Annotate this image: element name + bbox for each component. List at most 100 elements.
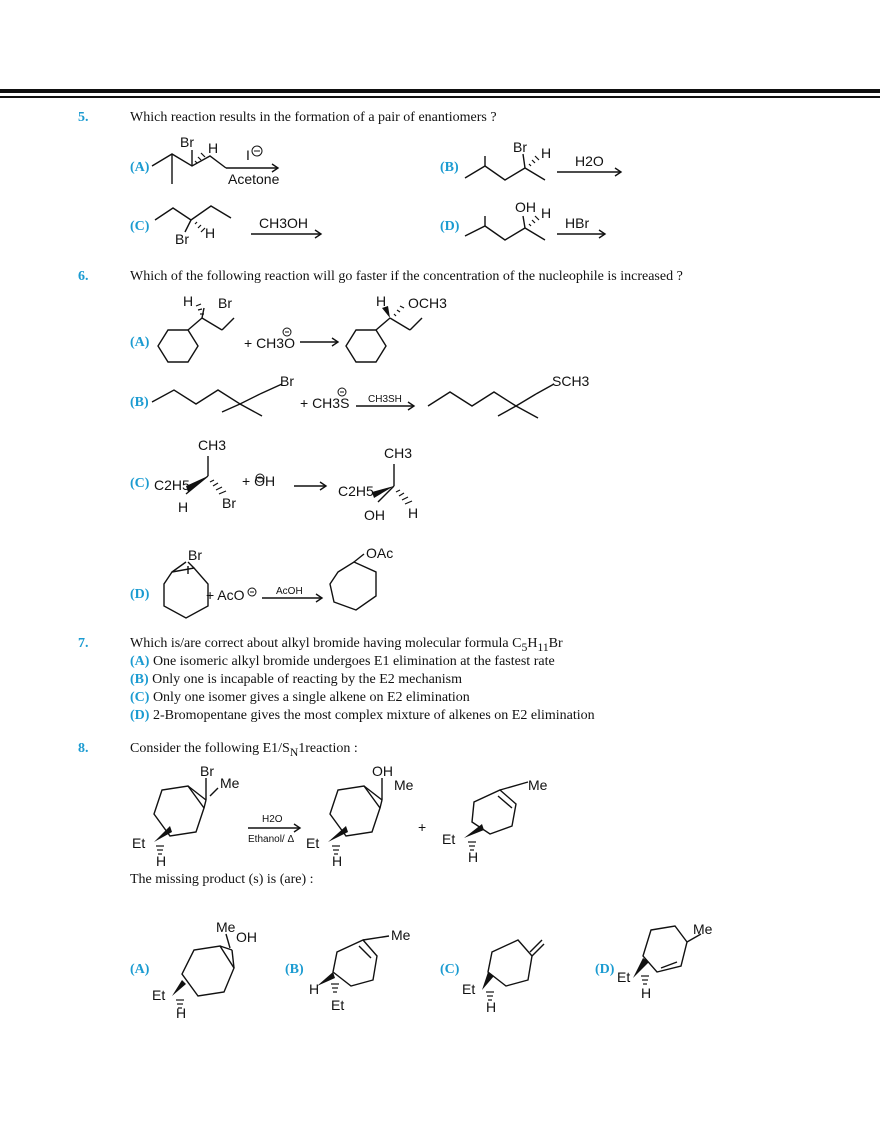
svg-text:CH3: CH3: [384, 445, 412, 461]
svg-text:Br: Br: [513, 139, 527, 155]
svg-text:H: H: [541, 145, 551, 161]
svg-text:Acetone: Acetone: [228, 171, 280, 187]
q8-option-a-structure: Me OH Et H: [152, 919, 257, 1021]
q6-option-d-label: (D): [130, 587, 150, 602]
svg-text:AcOH: AcOH: [276, 586, 303, 597]
svg-text:H: H: [408, 505, 418, 521]
svg-text:H2O: H2O: [575, 153, 604, 169]
svg-text:H: H: [176, 1005, 186, 1021]
svg-text:CH3SH: CH3SH: [368, 394, 402, 405]
svg-text:H: H: [309, 981, 319, 997]
question-5-number: 5.: [78, 110, 89, 125]
svg-text:OH: OH: [515, 199, 536, 215]
svg-text:CH3OH: CH3OH: [259, 215, 308, 231]
svg-text:Br: Br: [222, 495, 236, 511]
svg-text:H: H: [468, 849, 478, 865]
svg-text:HBr: HBr: [565, 215, 589, 231]
q6-option-a-structure: H Br + CH3O H OCH3: [157, 293, 447, 363]
svg-text:Me: Me: [220, 775, 240, 791]
svg-text:+ AcO: + AcO: [206, 587, 245, 603]
svg-text:H: H: [183, 293, 193, 309]
svg-text:Me: Me: [528, 777, 548, 793]
svg-text:Et: Et: [442, 831, 455, 847]
svg-text:Me: Me: [216, 919, 236, 935]
q7-option-a: (A) One isomeric alkyl bromide undergoes…: [130, 654, 555, 669]
q8-option-d-label: (D): [595, 962, 615, 977]
q5-option-c-label: (C): [130, 219, 150, 234]
svg-text:+ OH: + OH: [242, 473, 275, 489]
q5-option-b-structure: Br H H2O: [464, 139, 623, 181]
svg-text:Et: Et: [462, 981, 475, 997]
svg-text:SCH3: SCH3: [552, 373, 590, 389]
svg-text:Br: Br: [200, 763, 214, 779]
question-7-text: Which is/are correct about alkyl bromide…: [130, 636, 563, 654]
svg-text:CH3: CH3: [198, 437, 226, 453]
svg-text:H: H: [156, 853, 166, 869]
svg-text:Et: Et: [617, 969, 630, 985]
q5-option-d-label: (D): [440, 219, 460, 234]
svg-text:Et: Et: [306, 835, 319, 851]
q5a-br: Br: [180, 134, 194, 150]
svg-text:H: H: [541, 205, 551, 221]
q6-option-a-label: (A): [130, 335, 150, 350]
question-5-text: Which reaction results in the formation …: [130, 110, 497, 125]
header-rule-thin: [0, 96, 880, 98]
svg-text:Et: Et: [132, 835, 145, 851]
svg-text:H: H: [376, 293, 386, 309]
svg-text:Et: Et: [152, 987, 165, 1003]
q8-option-c-label: (C): [440, 962, 460, 977]
question-8-missing-text: The missing product (s) is (are) :: [130, 872, 314, 887]
svg-text:H2O: H2O: [262, 814, 283, 825]
q8-reaction-scheme: Br Me Et H H2O Ethanol/ Δ OH Me Et H + M…: [132, 763, 548, 869]
q5-option-d-structure: OH H HBr: [464, 199, 607, 241]
header-rule-thick: [0, 89, 880, 93]
svg-text:OH: OH: [236, 929, 257, 945]
q6-option-d-structure: Br + AcO AcOH OAc: [163, 545, 393, 619]
question-8-number: 8.: [78, 741, 89, 756]
q8-option-b-structure: Me H Et: [309, 927, 411, 1013]
question-8-text: Consider the following E1/SN1reaction :: [130, 741, 358, 759]
svg-text:Me: Me: [693, 921, 713, 937]
svg-text:Br: Br: [188, 547, 202, 563]
q8-option-c-structure: Et H: [462, 939, 545, 1015]
svg-text:Br: Br: [218, 295, 232, 311]
svg-text:C2H5: C2H5: [338, 483, 374, 499]
svg-text:H: H: [486, 999, 496, 1015]
svg-text:H: H: [178, 499, 188, 515]
q5-option-a-label: (A): [130, 160, 150, 175]
svg-text:OAc: OAc: [366, 545, 393, 561]
q6-option-b-structure: Br + CH3S CH3SH SCH3: [151, 373, 590, 419]
svg-text:Ethanol/ Δ: Ethanol/ Δ: [248, 834, 294, 845]
svg-text:Br: Br: [280, 373, 294, 389]
svg-text:C2H5: C2H5: [154, 477, 190, 493]
svg-text:+ CH3S: + CH3S: [300, 395, 349, 411]
svg-text:H: H: [641, 985, 651, 1001]
svg-text:H: H: [332, 853, 342, 869]
q5-option-a-structure: Br H I Acetone: [151, 134, 280, 187]
q7-option-d: (D) 2-Bromopentane gives the most comple…: [130, 708, 595, 723]
question-7-number: 7.: [78, 636, 89, 651]
question-6-text: Which of the following reaction will go …: [130, 269, 683, 284]
svg-text:Me: Me: [391, 927, 411, 943]
svg-text:H: H: [208, 140, 218, 156]
svg-text:Et: Et: [331, 997, 344, 1013]
q8-option-d-structure: Me Et H: [617, 921, 713, 1001]
svg-text:Me: Me: [394, 777, 414, 793]
svg-text:Br: Br: [175, 231, 189, 247]
q7-option-b: (B) Only one is incapable of reacting by…: [130, 672, 463, 687]
svg-text:I: I: [246, 147, 250, 163]
q5-option-b-label: (B): [440, 160, 459, 175]
question-6-number: 6.: [78, 269, 89, 284]
svg-text:+: +: [418, 819, 426, 835]
svg-text:OCH3: OCH3: [408, 295, 447, 311]
q7-option-c: (C) Only one isomer gives a single alken…: [130, 690, 470, 705]
q8-option-a-label: (A): [130, 962, 150, 977]
q8-option-b-label: (B): [285, 962, 304, 977]
svg-text:+ CH3O: + CH3O: [244, 335, 295, 351]
q6-option-b-label: (B): [130, 395, 149, 410]
q6-option-c-structure: CH3 C2H5 H Br + OH CH3 C2H5 OH H: [154, 437, 418, 523]
q5-option-c-structure: Br H CH3OH: [154, 205, 323, 247]
svg-text:H: H: [205, 225, 215, 241]
svg-text:OH: OH: [372, 763, 393, 779]
q6-option-c-label: (C): [130, 476, 150, 491]
